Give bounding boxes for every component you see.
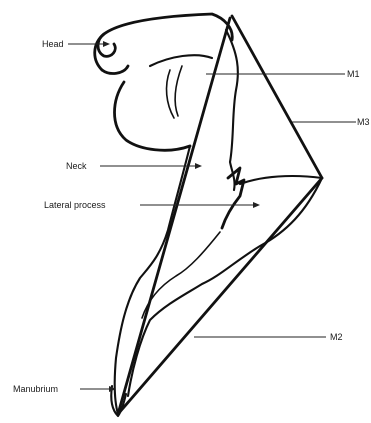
manubrium-inner (142, 232, 220, 318)
measurement-lines (118, 16, 322, 414)
label-m1: M1 (347, 69, 360, 79)
label-lateral-process: Lateral process (44, 200, 106, 210)
head-lower-lobe (102, 66, 128, 73)
neck-inner-1 (167, 70, 174, 118)
head-outline (95, 14, 233, 70)
neck-upper (150, 55, 212, 66)
labels: Head Neck Lateral process Manubrium M1 M… (13, 39, 370, 394)
label-head: Head (42, 39, 64, 49)
body-right-contour (226, 30, 238, 190)
label-manubrium: Manubrium (13, 384, 58, 394)
neck-inner-2 (175, 66, 182, 116)
head-arrow (103, 41, 110, 47)
neck-arrow (195, 163, 202, 169)
label-neck: Neck (66, 161, 87, 171)
m2-line (118, 178, 322, 414)
m1-line (118, 18, 230, 414)
label-m2: M2 (330, 332, 343, 342)
label-leaders (68, 41, 356, 392)
label-m3: M3 (357, 117, 370, 127)
lateral-process-arrow (253, 202, 260, 208)
lateral-process-edge (240, 176, 322, 184)
m3-line (232, 16, 322, 178)
